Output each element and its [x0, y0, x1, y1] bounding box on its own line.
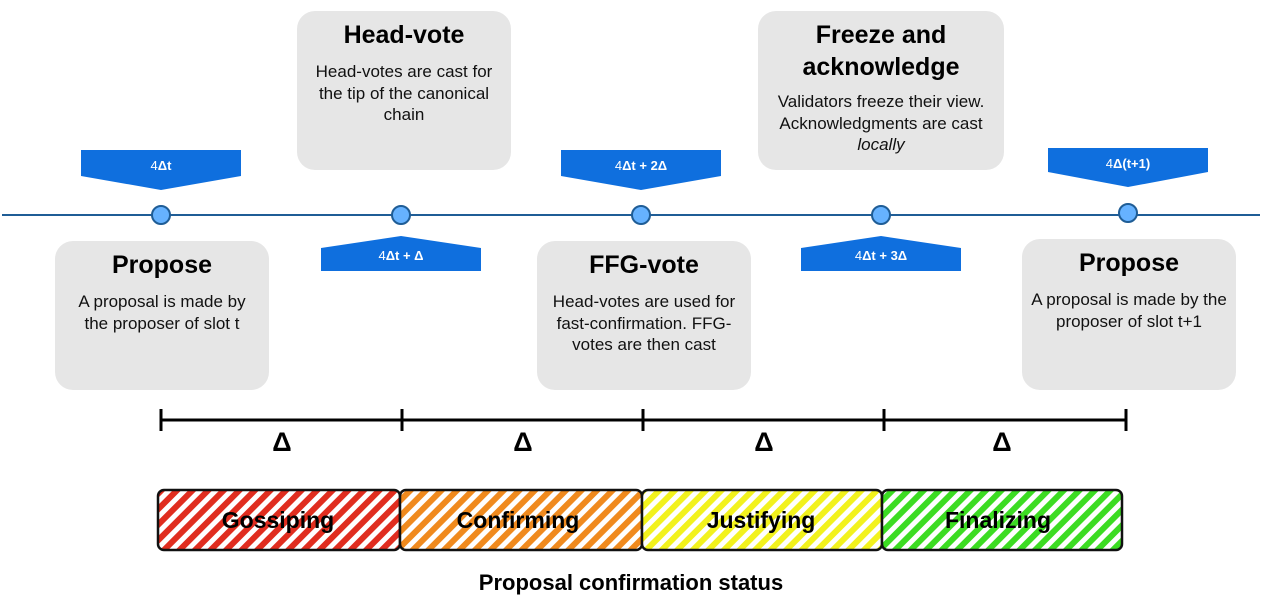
- delta-label: Δ: [272, 427, 292, 457]
- flag-shape: [561, 150, 721, 190]
- card-title: Freeze and acknowledge: [802, 21, 960, 81]
- card-description-emphasis: locally: [857, 135, 905, 154]
- flag-shape: [801, 236, 961, 271]
- phase-label: Confirming: [457, 507, 580, 533]
- flag-label: 4Δt + 2Δ: [614, 158, 668, 173]
- phase-label: Finalizing: [945, 507, 1051, 533]
- phase-gossiping: Gossiping: [156, 488, 402, 552]
- timeline-node: [871, 205, 891, 225]
- card-title: Propose: [111, 251, 213, 279]
- flag-label: 4Δt: [150, 158, 172, 173]
- card-description: Head-votes are used for fast-confirmatio…: [552, 292, 736, 354]
- phase-finalizing: Finalizing: [880, 488, 1124, 552]
- delta-label: Δ: [754, 427, 774, 457]
- time-flag-t4: 4Δ(t+1): [1048, 148, 1208, 188]
- card-description: Validators freeze their view. Acknowledg…: [766, 91, 996, 156]
- phase-justifying: Justifying: [640, 488, 884, 552]
- card-description: A proposal is made by the proposer of sl…: [78, 292, 246, 333]
- timeline-node: [631, 205, 651, 225]
- flag-label: 4Δt + 3Δ: [854, 248, 908, 263]
- flag-shape: [81, 150, 241, 190]
- card-description-text: Validators freeze their view. Acknowledg…: [777, 92, 985, 133]
- card-title: Head-vote: [343, 21, 465, 49]
- time-flag-t2: 4Δt + 2Δ: [561, 150, 721, 190]
- card-description: Head-votes are cast for the tip of the c…: [315, 62, 493, 124]
- card-ffg-vote: FFG-vote Head-votes are used for fast-co…: [537, 241, 751, 390]
- timeline-node: [391, 205, 411, 225]
- card-propose-slot-t: Propose A proposal is made by the propos…: [55, 241, 269, 390]
- timeline-node: [151, 205, 171, 225]
- delta-ruler: [159, 409, 1128, 431]
- flag-shape: [1048, 148, 1208, 187]
- card-head-vote: Head-vote Head-votes are cast for the ti…: [297, 11, 511, 170]
- card-freeze-acknowledge: Freeze and acknowledge Validators freeze…: [758, 11, 1004, 170]
- flag-shape: [321, 236, 481, 271]
- delta-label: Δ: [513, 427, 533, 457]
- card-propose-slot-t-plus-1: Propose A proposal is made by the propos…: [1022, 239, 1236, 390]
- card-title: FFG-vote: [589, 251, 699, 279]
- time-flag-t1: 4Δt + Δ: [321, 236, 481, 271]
- phase-confirming: Confirming: [398, 488, 644, 552]
- status-title: Proposal confirmation status: [478, 570, 784, 595]
- flag-label: 4Δ(t+1): [1105, 156, 1151, 171]
- phase-label: Gossiping: [222, 507, 334, 533]
- phase-label: Justifying: [707, 507, 816, 533]
- card-description: A proposal is made by the proposer of sl…: [1031, 290, 1227, 331]
- card-title: Propose: [1078, 249, 1180, 277]
- delta-label: Δ: [992, 427, 1012, 457]
- flag-label: 4Δt + Δ: [378, 248, 424, 263]
- time-flag-t3: 4Δt + 3Δ: [801, 236, 961, 271]
- phase-bars: Gossiping Confirming Justifying Finalizi…: [156, 488, 1124, 552]
- time-flag-t0: 4Δt: [81, 150, 241, 190]
- timeline-node: [1118, 203, 1138, 223]
